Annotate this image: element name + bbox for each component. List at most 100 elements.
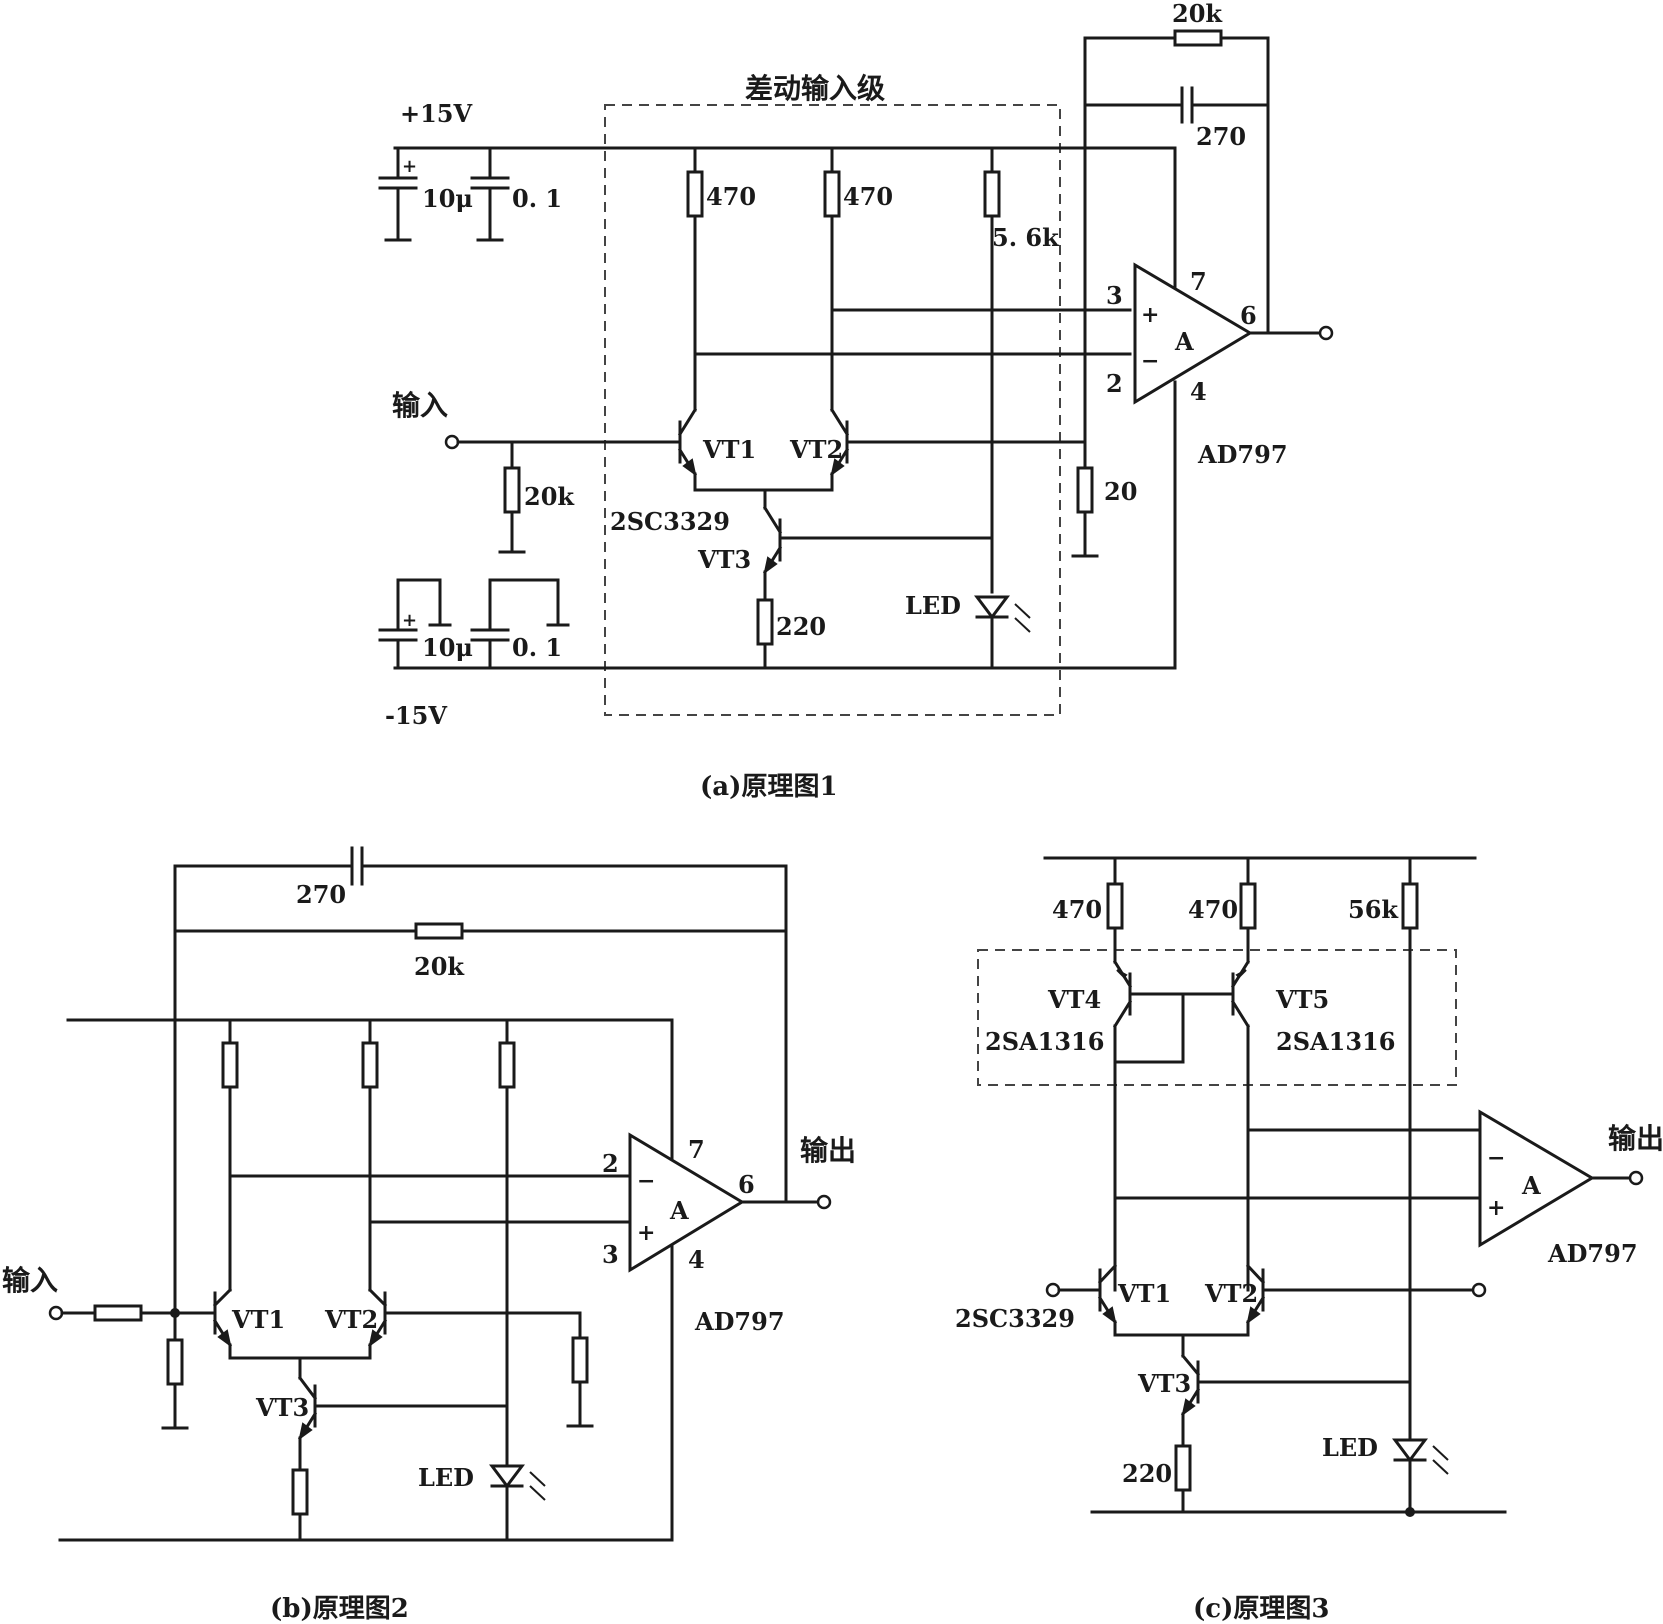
pnp-type-left-c: 2SA1316 <box>985 1027 1104 1056</box>
pin3-a: 3 <box>1106 281 1123 310</box>
input-terminal-b <box>48 1305 64 1321</box>
vplus-label: +15V <box>400 99 473 128</box>
svg-text:+: + <box>402 156 417 177</box>
resistor-r20-b <box>571 1336 589 1384</box>
vt1-c-label: VT1 <box>1117 1279 1171 1308</box>
r20-a-label: 20 <box>1104 477 1137 506</box>
opamp-b <box>628 1132 745 1273</box>
pin-plus-b: + <box>637 1220 655 1246</box>
r20k-in-a-label: 20k <box>524 482 575 511</box>
output-b-label: 输出 <box>800 1134 856 1167</box>
pin2-a: 2 <box>1106 369 1123 398</box>
npn-type-c-label: 2SC3329 <box>955 1304 1075 1333</box>
output-c-label: 输出 <box>1608 1122 1663 1155</box>
r20k-fb-a-label: 20k <box>1172 0 1223 28</box>
opamp-model-c: AD797 <box>1547 1239 1638 1268</box>
transistor-vt1-a <box>677 407 698 492</box>
pnp-type-right-c: 2SA1316 <box>1276 1027 1395 1056</box>
vt1-b-label: VT1 <box>231 1305 285 1334</box>
pin-minus-b: − <box>637 1168 655 1194</box>
cap-01-top-label: 0. 1 <box>512 184 562 213</box>
cap-01-bot-label: 0. 1 <box>512 633 562 662</box>
cap-10u-top-label: 10μ <box>422 184 473 213</box>
caption-c: (c)原理图3 <box>1193 1594 1330 1624</box>
caption-a: (a)原理图1 <box>700 772 838 802</box>
resistor-20-a <box>1076 466 1094 514</box>
resistor-220-a <box>756 598 774 646</box>
resistor-in-b <box>93 1304 143 1322</box>
vt3-a-label: VT3 <box>697 545 751 574</box>
led-b-label: LED <box>418 1463 474 1492</box>
resistor-re-b <box>291 1468 309 1516</box>
r56k-a-label: 5. 6k <box>992 223 1060 252</box>
resistor-470-left-c <box>1106 882 1124 930</box>
led-c <box>1392 1438 1449 1517</box>
opamp-model-b: AD797 <box>694 1307 785 1336</box>
input-terminal-c <box>1045 1282 1061 1298</box>
pin-minus-a: − <box>1141 348 1159 374</box>
diagram-b: 270 20k A − + 2 3 7 4 6 输出 <box>2 846 856 1624</box>
pin-minus-c: − <box>1487 1145 1505 1171</box>
opamp-b-label: A <box>669 1196 689 1225</box>
transistor-vt5-c <box>1230 959 1251 1292</box>
pin7-b: 7 <box>688 1135 705 1164</box>
led-a-label: LED <box>905 591 961 620</box>
resistor-470-left-a <box>686 170 704 218</box>
pin4-a: 4 <box>1190 377 1207 406</box>
vminus-label: -15V <box>385 701 447 730</box>
resistor-470-right-a <box>823 170 841 218</box>
cap-10u-bot-label: 10μ <box>422 633 473 662</box>
resistor-220-c <box>1174 1444 1192 1492</box>
resistor-5k6-a <box>983 170 1001 218</box>
pin7-a: 7 <box>1190 267 1207 296</box>
opamp-model-a: AD797 <box>1197 440 1288 469</box>
r20k-b-label: 20k <box>414 952 465 981</box>
pin-plus-c: + <box>1487 1195 1505 1221</box>
resistor-rc2-b <box>361 1041 379 1089</box>
pin6-b: 6 <box>738 1170 755 1199</box>
transistor-vt1-c <box>1097 1263 1118 1337</box>
resistor-20k-fb-a <box>1173 29 1223 47</box>
input-a-label: 输入 <box>392 389 448 422</box>
vt3-b-label: VT3 <box>255 1393 309 1422</box>
output-terminal-b <box>816 1194 832 1210</box>
r470-left-c-label: 470 <box>1052 895 1102 924</box>
r470-right-c-label: 470 <box>1188 895 1238 924</box>
resistor-20k-in-a <box>503 466 521 514</box>
input-terminal-a <box>444 434 460 450</box>
resistor-rc1-b <box>221 1041 239 1089</box>
current-mirror-box <box>977 949 1457 1086</box>
output-terminal-c <box>1628 1170 1644 1186</box>
output-terminal-a <box>1318 325 1334 341</box>
diagram-c: 470 470 56k VT4 2SA1316 VT5 2SA1316 <box>955 856 1663 1624</box>
transistor-vt3-b <box>297 1375 509 1472</box>
pin2-b: 2 <box>602 1149 619 1178</box>
vt2-a-label: VT2 <box>789 435 843 464</box>
vt3-c-label: VT3 <box>1137 1369 1191 1398</box>
resistor-470-right-c <box>1239 882 1257 930</box>
r220-a-label: 220 <box>776 612 826 641</box>
pin-plus-a: + <box>1141 302 1159 328</box>
pin3-b: 3 <box>602 1240 619 1269</box>
resistor-56k-c <box>1401 882 1419 930</box>
opamp-c <box>1478 1109 1595 1248</box>
vt4-c-label: VT4 <box>1047 985 1101 1014</box>
resistor-gnd-b <box>166 1338 184 1386</box>
diff-stage-box <box>604 104 1061 716</box>
opamp-a <box>1133 262 1253 405</box>
r470-right-a-label: 470 <box>843 182 893 211</box>
transistor-vt4-c <box>1112 959 1133 1292</box>
led-a <box>974 595 1031 670</box>
r470-left-a-label: 470 <box>706 182 756 211</box>
svg-text:+: + <box>402 610 417 631</box>
transistor-vt3-a <box>762 505 994 602</box>
transistor-type-a-label: 2SC3329 <box>610 507 730 536</box>
c270-a-label: 270 <box>1196 122 1246 151</box>
vt2-b-label: VT2 <box>324 1305 378 1334</box>
led-c-label: LED <box>1322 1433 1378 1462</box>
vt2-c-label: VT2 <box>1204 1279 1258 1308</box>
resistor-20k-b <box>414 922 464 940</box>
input-b-label: 输入 <box>2 1264 58 1297</box>
led-b <box>489 1464 546 1542</box>
